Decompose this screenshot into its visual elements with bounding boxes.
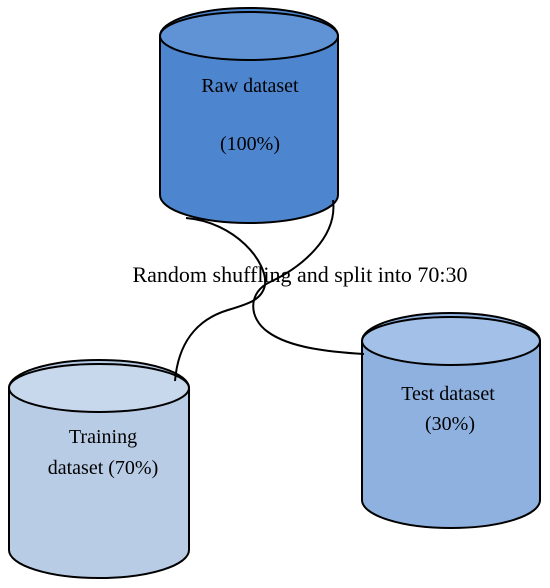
raw-to-training-connector (174, 217, 267, 382)
raw-dataset-cylinder: Raw dataset (100%) (159, 7, 339, 224)
training-dataset-percent: dataset (70%) (48, 457, 159, 479)
test-dataset-cylinder: Test dataset (30%) (361, 312, 541, 529)
training-cylinder-body (8, 359, 190, 579)
test-dataset-label: Test dataset (401, 383, 495, 405)
training-dataset-label: Training (69, 426, 137, 448)
split-label: Random shuffling and split into 70:30 (132, 262, 467, 287)
raw-to-test-connector (252, 199, 365, 355)
test-cylinder-top (361, 316, 541, 366)
training-dataset-cylinder: Training dataset (70%) (8, 359, 190, 579)
training-cylinder-top (8, 363, 190, 413)
test-cylinder-body (361, 312, 541, 529)
raw-cylinder-body (159, 7, 339, 224)
raw-dataset-percent: (100%) (220, 133, 280, 155)
test-dataset-percent: (30%) (425, 413, 475, 435)
raw-dataset-label: Raw dataset (201, 75, 299, 97)
raw-cylinder-top (159, 11, 339, 61)
